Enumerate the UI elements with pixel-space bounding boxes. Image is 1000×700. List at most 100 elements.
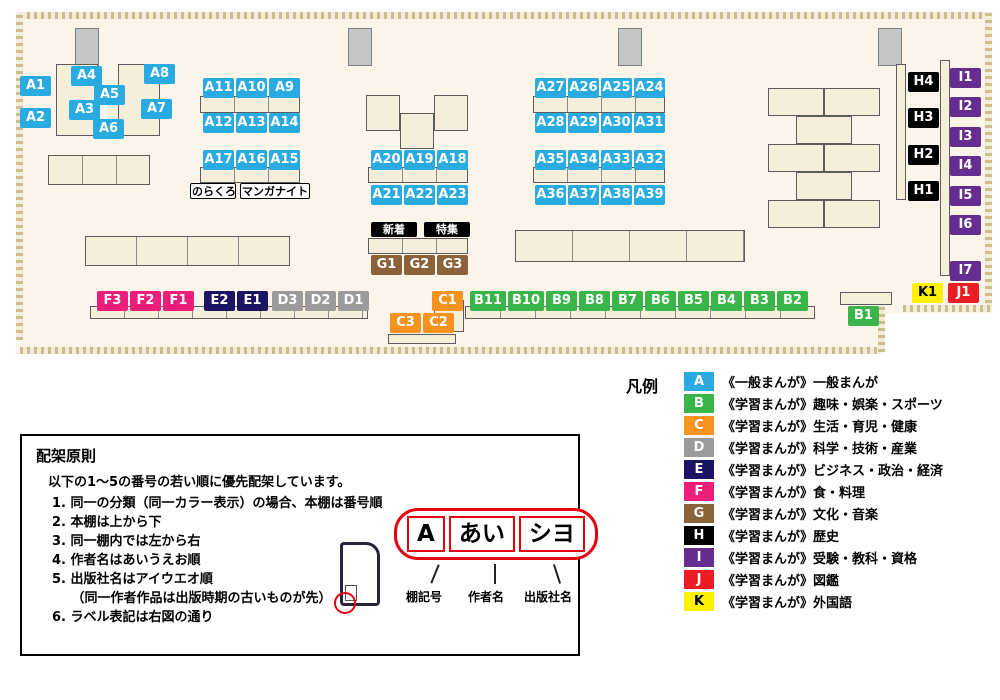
shelf-label: A13 xyxy=(236,113,267,133)
wall-left xyxy=(16,12,23,340)
shelf-label: G2 xyxy=(404,255,435,275)
shelf-label: A20 xyxy=(371,150,402,170)
shelf-label: A28 xyxy=(535,113,566,133)
legend-category-label: 《学習まんが》受験・教科・資格 xyxy=(722,552,918,567)
principles-box: 配架原則 以下の1～5の番号の若い順に優先配架しています。 1. 同一の分類（同… xyxy=(20,434,598,656)
shelf-block xyxy=(824,88,880,116)
shelf-block xyxy=(940,60,950,276)
legend-title: 凡例 xyxy=(626,377,659,396)
legend-category-label: 《学習まんが》歴史 xyxy=(722,530,840,545)
shelf-label: B9 xyxy=(546,291,577,311)
pointer-line xyxy=(552,564,562,584)
shelf-label: A5 xyxy=(94,85,125,105)
shelf-label: C1 xyxy=(432,291,463,311)
shelf-label: I1 xyxy=(950,68,981,88)
legend-category-label: 《学習まんが》食・料理 xyxy=(722,486,866,501)
annotation-publisher-name: 出版社名 xyxy=(524,590,573,604)
label-sample-part: A xyxy=(407,516,445,552)
shelf-label: B8 xyxy=(579,291,610,311)
wall-right xyxy=(985,12,992,310)
shelf-label: H4 xyxy=(908,72,939,92)
shelf-block xyxy=(768,144,824,172)
shelf-label: D1 xyxy=(338,291,369,311)
shelf-label: G3 xyxy=(437,255,468,275)
shelf-block xyxy=(48,155,150,185)
shelf-label: K1 xyxy=(912,283,943,303)
shelf-label: C2 xyxy=(423,313,454,333)
legend-rows: A 《一般まんが》一般まんが B 《学習まんが》趣味・娯楽・スポーツ C 《学習… xyxy=(684,372,943,611)
pillar xyxy=(878,28,902,66)
shelf-label: J1 xyxy=(948,283,979,303)
shelf-block xyxy=(840,292,892,305)
legend-swatch: J xyxy=(684,570,714,589)
shelf-label: H2 xyxy=(908,145,939,165)
shelf-label: A6 xyxy=(93,119,124,139)
shelf-label: A12 xyxy=(203,113,234,133)
legend-category-label: 《学習まんが》図鑑 xyxy=(722,574,840,589)
legend-category-label: 《学習まんが》ビジネス・政治・経済 xyxy=(722,464,944,479)
shelf-label: A39 xyxy=(634,185,665,205)
shelf-label: A27 xyxy=(535,78,566,98)
legend-category-label: 《学習まんが》外国語 xyxy=(722,596,853,611)
legend-row: I 《学習まんが》受験・教科・資格 xyxy=(684,548,943,567)
shelf-label: A37 xyxy=(568,185,599,205)
shelf-label: B10 xyxy=(508,291,544,311)
annotation-author-name: 作者名 xyxy=(468,590,505,604)
shelf-label: D3 xyxy=(272,291,303,311)
shelf-label: B11 xyxy=(470,291,506,311)
legend-row: B 《学習まんが》趣味・娯楽・スポーツ xyxy=(684,394,943,413)
shelf-label: A3 xyxy=(69,100,100,120)
shelf-label: I4 xyxy=(950,156,981,176)
legend-swatch: D xyxy=(684,438,714,457)
shelf-block xyxy=(366,95,400,131)
shelf-block xyxy=(796,172,852,200)
shelf-label: B4 xyxy=(711,291,742,311)
shelf-label: I3 xyxy=(950,127,981,147)
legend-swatch: A xyxy=(684,372,714,391)
principle-item: 5. 出版社名はアイウエオ順 xyxy=(52,572,213,587)
legend-category-label: 《学習まんが》生活・育児・健康 xyxy=(722,420,918,435)
shelf-label: のらくろ xyxy=(190,183,236,199)
shelf-label: B7 xyxy=(612,291,643,311)
legend-row: F 《学習まんが》食・料理 xyxy=(684,482,943,501)
wall-top xyxy=(20,12,990,19)
shelf-block xyxy=(824,200,880,228)
pointer-line xyxy=(494,564,496,584)
shelf-label: A24 xyxy=(634,78,665,98)
legend-swatch: G xyxy=(684,504,714,523)
shelf-label: B3 xyxy=(744,291,775,311)
shelf-block xyxy=(368,238,468,254)
shelf-label: A7 xyxy=(141,99,172,119)
legend-swatch: E xyxy=(684,460,714,479)
legend-swatch: B xyxy=(684,394,714,413)
shelf-label: B2 xyxy=(777,291,808,311)
shelf-block xyxy=(896,64,906,200)
shelf-label: A9 xyxy=(269,78,300,98)
label-highlight-circle-icon xyxy=(334,592,356,614)
shelf-label: F3 xyxy=(97,291,128,311)
legend-category-label: 《一般まんが》一般まんが xyxy=(722,376,879,391)
principle-item: （同一作者作品は出版時期の古いものが先） xyxy=(52,591,332,606)
shelf-label: I7 xyxy=(950,261,981,281)
shelf-label: A19 xyxy=(404,150,435,170)
pillar xyxy=(618,28,642,66)
pillar xyxy=(348,28,372,66)
shelf-label: マンガナイト xyxy=(240,183,310,199)
label-sample-part: シヨ xyxy=(518,516,585,552)
legend-row: G 《学習まんが》文化・音楽 xyxy=(684,504,943,523)
shelf-label: C3 xyxy=(390,313,421,333)
shelf-label: B5 xyxy=(678,291,709,311)
shelf-block xyxy=(768,88,824,116)
shelf-label: A4 xyxy=(71,66,102,86)
shelf-block xyxy=(200,96,300,113)
legend-row: K 《学習まんが》外国語 xyxy=(684,592,943,611)
shelf-label: A21 xyxy=(371,185,402,205)
shelf-label: A35 xyxy=(535,150,566,170)
shelf-block xyxy=(388,334,456,344)
shelf-block xyxy=(796,116,852,144)
shelf-label: H3 xyxy=(908,108,939,128)
shelf-label: A22 xyxy=(404,185,435,205)
principles-intro: 以下の1～5の番号の若い順に優先配架しています。 xyxy=(48,475,351,490)
shelf-label: A15 xyxy=(269,150,300,170)
